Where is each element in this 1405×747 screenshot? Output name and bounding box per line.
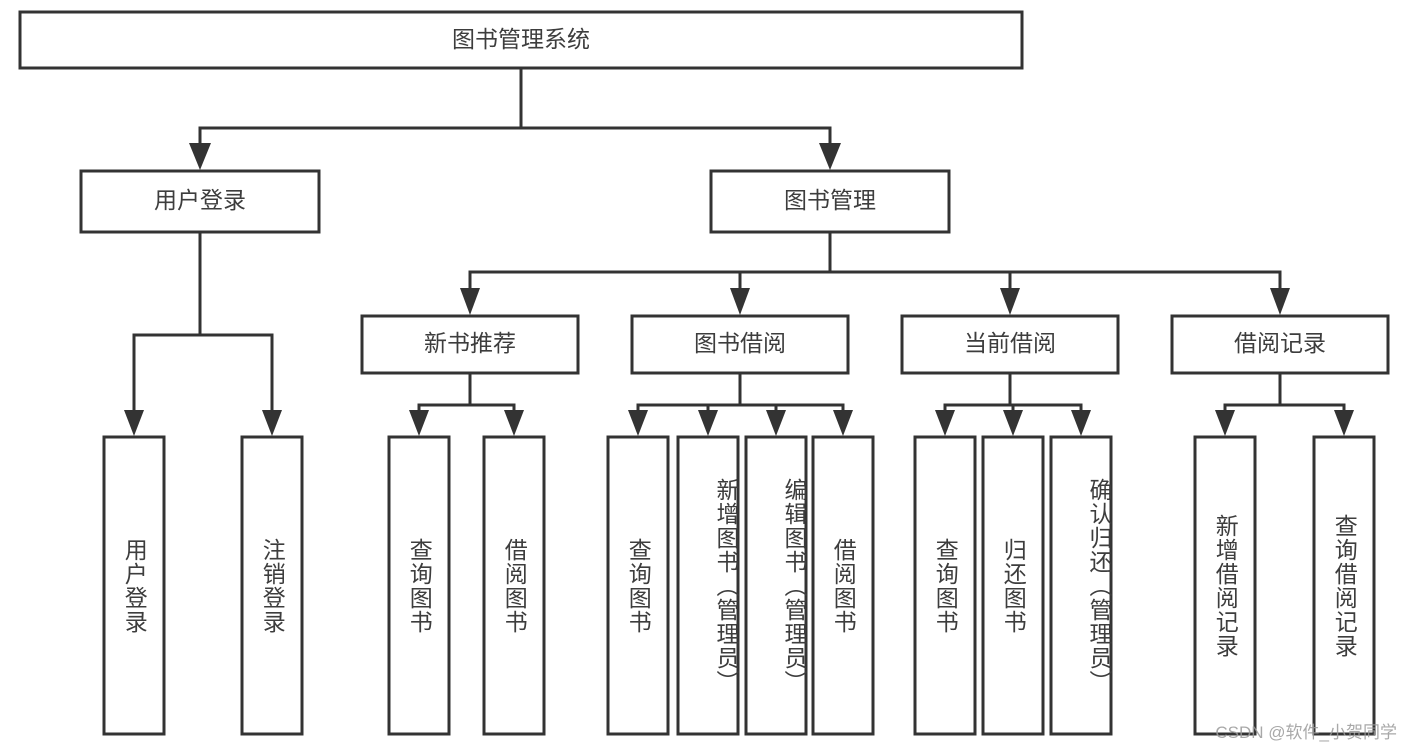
node-root-label: 图书管理系统 [452, 26, 590, 52]
leaf-box-return-book[interactable] [981, 435, 1045, 736]
arrow-head-record [1270, 288, 1290, 315]
arrow-head-borrow [730, 288, 750, 315]
node-borrow-box[interactable] [630, 314, 850, 375]
leaf-boxes [102, 435, 1376, 736]
arrow-head-leaf-query-book-1 [409, 410, 429, 436]
leaf-box-confirm-return[interactable] [1049, 435, 1113, 736]
node-root[interactable]: 图书管理系统 [18, 10, 1024, 70]
node-root-box[interactable] [18, 10, 1024, 70]
arrow-head-leaf-query-book-2 [628, 410, 648, 436]
node-newbook-box[interactable] [360, 314, 580, 375]
node-bookmgmt-label: 图书管理 [784, 187, 876, 213]
leaf-box-borrow-book-1[interactable] [482, 435, 546, 736]
node-current[interactable]: 当前借阅 [900, 314, 1120, 375]
node-record-label: 借阅记录 [1234, 330, 1326, 356]
arrow-head-bookmgmt [819, 143, 841, 170]
leaf-box-user-logout[interactable] [240, 435, 304, 736]
arrow-head-leaf-confirm-return [1071, 410, 1091, 436]
leaf-box-query-book-2[interactable] [606, 435, 670, 736]
arrow-head-leaf-borrow-book-2 [833, 410, 853, 436]
node-record-box[interactable] [1170, 314, 1390, 375]
node-bookmgmt[interactable]: 图书管理 [709, 169, 951, 234]
connector-group-record [1215, 371, 1354, 436]
arrow-head-leaf-user-logout [262, 410, 282, 436]
arrow-head-leaf-borrow-book-1 [504, 410, 524, 436]
leaf-box-edit-book[interactable] [744, 435, 808, 736]
node-login-label: 用户登录 [154, 187, 246, 213]
connector-group-current [935, 371, 1091, 436]
arrow-head-leaf-edit-book [766, 410, 786, 436]
arrow-head-leaf-add-book [698, 410, 718, 436]
leaf-box-query-record[interactable] [1312, 435, 1376, 736]
node-current-box[interactable] [900, 314, 1120, 375]
leaf-box-query-book-1[interactable] [387, 435, 451, 736]
node-newbook[interactable]: 新书推荐 [360, 314, 580, 375]
connector-group-login [124, 230, 282, 436]
node-borrow-label: 图书借阅 [694, 330, 786, 356]
node-current-label: 当前借阅 [964, 330, 1056, 356]
connector-group-root [189, 66, 841, 170]
leaf-box-add-book[interactable] [676, 435, 740, 736]
connector-group-bookmgmt [460, 230, 1290, 315]
node-newbook-label: 新书推荐 [424, 330, 516, 356]
node-bookmgmt-box[interactable] [709, 169, 951, 234]
arrow-head-current [1000, 288, 1020, 315]
node-borrow[interactable]: 图书借阅 [630, 314, 850, 375]
arrow-head-leaf-return-book [1003, 410, 1023, 436]
connector-group-newbook [409, 371, 524, 436]
arrow-head-leaf-query-book-3 [935, 410, 955, 436]
arrow-head-leaf-query-record [1334, 410, 1354, 436]
leaf-box-user-login[interactable] [102, 435, 166, 736]
arrow-head-login [189, 143, 211, 170]
leaf-box-add-record[interactable] [1193, 435, 1257, 736]
connector-group-borrow [628, 371, 853, 436]
arrow-head-newbook [460, 288, 480, 315]
arrow-head-leaf-user-login [124, 410, 144, 436]
leaf-box-query-book-3[interactable] [913, 435, 977, 736]
leaf-box-borrow-book-2[interactable] [811, 435, 875, 736]
watermark-text: CSDN @软件_小贺同学 [1215, 723, 1397, 742]
node-login[interactable]: 用户登录 [79, 169, 321, 234]
node-login-box[interactable] [79, 169, 321, 234]
node-record[interactable]: 借阅记录 [1170, 314, 1390, 375]
arrow-head-leaf-add-record [1215, 410, 1235, 436]
